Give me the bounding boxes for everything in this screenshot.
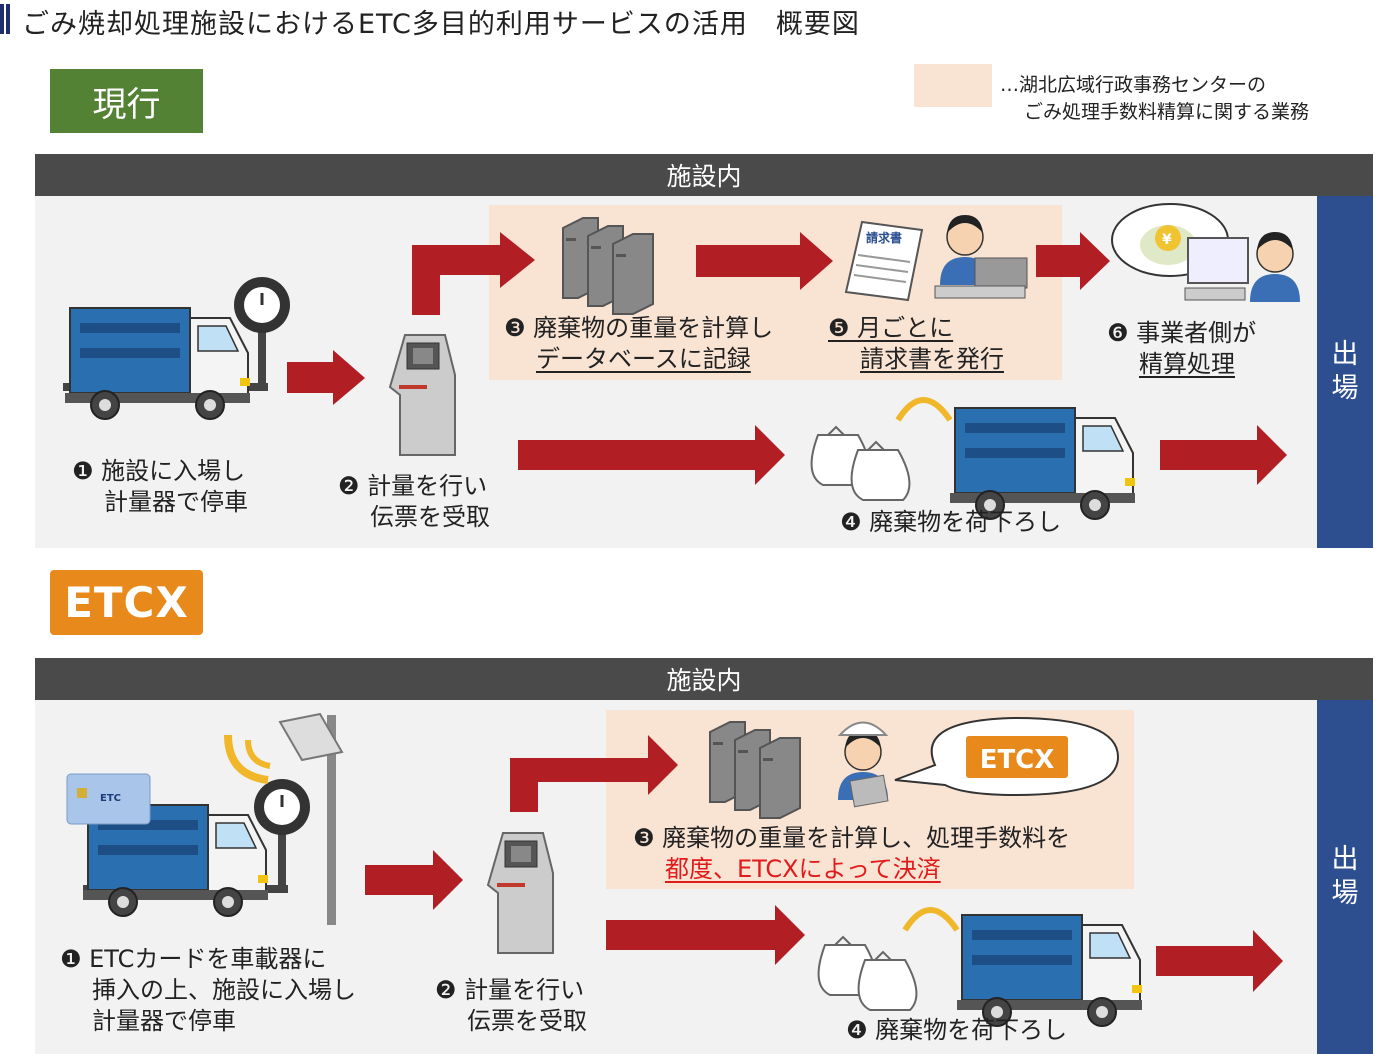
weighing-kiosk-icon — [389, 334, 456, 456]
invoice-title: 請求書 — [866, 230, 902, 245]
exit-char: 出 — [1331, 339, 1359, 370]
arrow-icon — [412, 232, 535, 315]
current-step-4-label: ❹ 廃棄物を荷下ろし — [840, 508, 1062, 536]
etcx-step-3-label: ❸ 廃棄物の重量を計算し、処理手数料を都度、ETCXによって決済 — [633, 823, 1070, 885]
etcx-speech-bubble-icon: ETCX — [894, 716, 1120, 797]
current-step-5-label: ❺ 月ごとに請求書を発行 — [828, 313, 1004, 375]
label-line: 計量器で停車 — [92, 1007, 236, 1035]
current-step-3-label: ❸ 廃棄物の重量を計算しデータベースに記録 — [504, 313, 773, 375]
garbage-bags-icon — [817, 936, 918, 1011]
arrow-icon — [518, 425, 785, 485]
exit-char: 場 — [1331, 878, 1359, 909]
garbage-truck-unloading-icon — [956, 914, 1143, 1027]
label-line: ❶ ETCカードを車載器に — [60, 945, 327, 973]
legend-line-2: ごみ処理手数料精算に関する業務 — [1024, 101, 1310, 123]
garbage-truck-unloading-icon — [949, 407, 1136, 520]
etc-antenna-gate-icon — [224, 712, 344, 925]
worker-with-tablet-icon — [837, 721, 889, 808]
etcx-step-2-label: ❷ 計量を行い伝票を受取 — [435, 975, 587, 1037]
current-exit-bar: 出場 — [1317, 196, 1373, 548]
etcx-facility-header: 施設内 — [35, 658, 1373, 700]
svg-text:¥: ¥ — [1162, 232, 1172, 248]
legend-text: …湖北広域行政事務センターのごみ処理手数料精算に関する業務 — [1000, 72, 1309, 126]
arrow-icon — [1160, 425, 1287, 485]
label-line: 都度、ETCXによって決済 — [665, 855, 941, 883]
business-operator-icon — [1184, 231, 1301, 303]
etcx-step-4-label: ❹ 廃棄物を荷下ろし — [846, 1016, 1068, 1044]
label-line: ❻ 事業者側が — [1107, 319, 1257, 347]
label-line: ❷ 計量を行い — [435, 976, 585, 1004]
etcx-exit-bar: 出場 — [1317, 700, 1373, 1054]
etcx-step-1-label: ❶ ETCカードを車載器に挿入の上、施設に入場し計量器で停車 — [60, 944, 356, 1037]
unload-curve-arrow-icon — [902, 907, 960, 932]
etc-card-icon: ETC — [66, 773, 151, 825]
label-line: 伝票を受取 — [370, 503, 490, 531]
legend-line-1: …湖北広域行政事務センターの — [1000, 74, 1267, 96]
bubble-etcx-logo: ETCX — [980, 745, 1055, 775]
label-line: 精算処理 — [1139, 350, 1235, 378]
weighing-kiosk-icon — [487, 832, 554, 954]
flow-arrows-current — [287, 232, 1287, 485]
unload-curve-arrow-icon — [895, 397, 953, 422]
laptop-icon — [934, 257, 1028, 299]
exit-char: 場 — [1331, 373, 1359, 404]
label-line: 伝票を受取 — [467, 1007, 587, 1035]
etcx-logo: ETCX — [50, 570, 203, 635]
label-line: 計量器で停車 — [104, 488, 248, 516]
exit-char: 出 — [1331, 844, 1359, 875]
arrow-icon — [1036, 232, 1110, 290]
etc-card-label: ETC — [100, 793, 121, 804]
current-step-1-label: ❶ 施設に入場し計量器で停車 — [72, 456, 248, 518]
label-line: ❸ 廃棄物の重量を計算し、処理手数料を — [633, 824, 1071, 852]
current-step-6-label: ❻ 事業者側が精算処理 — [1107, 318, 1256, 380]
label-line: ❸ 廃棄物の重量を計算し — [504, 314, 774, 342]
arrow-icon — [287, 350, 365, 405]
label-line: データベースに記録 — [536, 345, 751, 373]
database-server-icon — [709, 721, 801, 819]
flow-arrows-etcx — [365, 735, 1283, 992]
arrow-icon — [1156, 930, 1283, 992]
current-facility-header: 施設内 — [35, 154, 1373, 196]
label-line: ❺ 月ごとに — [828, 314, 954, 342]
legend-swatch — [914, 64, 992, 107]
label-line: 挿入の上、施設に入場し — [92, 976, 356, 1004]
arrow-icon — [365, 850, 463, 910]
current-badge: 現行 — [50, 69, 203, 133]
database-server-icon — [562, 217, 654, 315]
invoice-icon: 請求書 — [844, 220, 924, 302]
arrow-icon — [696, 232, 833, 290]
garbage-truck-icon — [64, 307, 251, 420]
label-line: 請求書を発行 — [860, 345, 1004, 373]
arrow-icon — [510, 735, 678, 812]
garbage-bags-icon — [810, 426, 911, 501]
arrow-icon — [606, 905, 805, 965]
current-step-2-label: ❷ 計量を行い伝票を受取 — [338, 471, 490, 533]
page-title: ごみ焼却処理施設におけるETC多目的利用サービスの活用 概要図 — [22, 9, 860, 40]
label-line: ❶ 施設に入場し — [72, 457, 246, 485]
title-accent-bar — [0, 4, 4, 34]
label-line: ❷ 計量を行い — [338, 472, 488, 500]
